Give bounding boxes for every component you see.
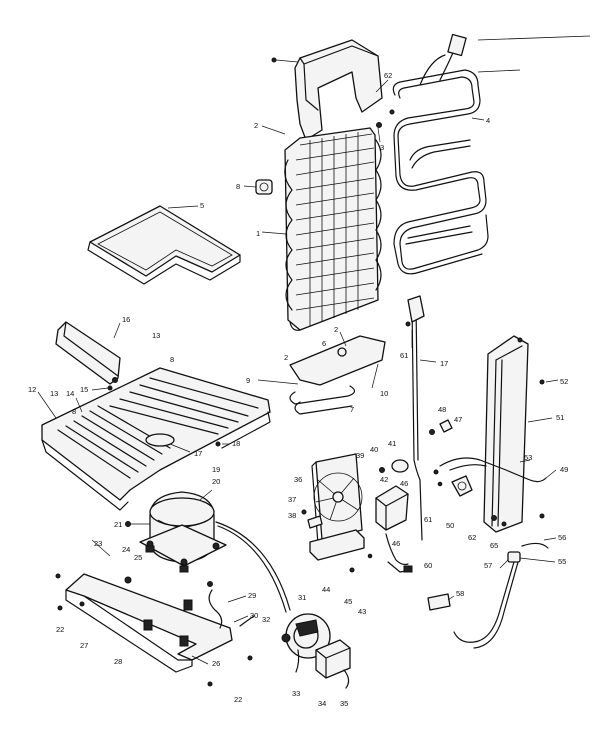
label-p61a: 61 bbox=[400, 351, 408, 360]
label-p2b: 2 bbox=[334, 325, 338, 334]
drain-tray bbox=[87, 205, 241, 285]
refrigerant-line bbox=[215, 521, 291, 613]
label-p17b: 17 bbox=[194, 449, 202, 458]
label-p50: 49 bbox=[560, 465, 568, 474]
label-p47: 46 bbox=[392, 539, 400, 548]
label-p29: 29 bbox=[248, 591, 256, 600]
compressor-base-rail bbox=[55, 573, 255, 687]
label-p41: 41 bbox=[388, 439, 396, 448]
condenser-fan-assembly bbox=[301, 453, 413, 573]
label-p36: 36 bbox=[294, 475, 302, 484]
label-p14: 14 bbox=[66, 389, 74, 398]
label-p58: 57 bbox=[484, 561, 492, 570]
drain-assembly bbox=[257, 331, 386, 415]
label-p3: 3 bbox=[380, 143, 384, 152]
label-p38: 38 bbox=[288, 511, 296, 520]
label-p60: 60 bbox=[424, 561, 432, 570]
label-p56: 55 bbox=[558, 557, 566, 566]
label-p48: 47 bbox=[454, 415, 462, 424]
top-right-reference-lines bbox=[477, 35, 591, 73]
label-p15: 15 bbox=[80, 385, 88, 394]
label-p24: 24 bbox=[122, 545, 130, 554]
defrost-heater bbox=[392, 33, 489, 275]
relay-overload-group bbox=[281, 613, 351, 689]
label-p12: 12 bbox=[28, 385, 36, 394]
label-p6: 6 bbox=[322, 339, 326, 348]
label-p21: 21 bbox=[114, 520, 122, 529]
label-p34: 34 bbox=[318, 699, 326, 708]
evaporator-cover bbox=[271, 39, 383, 141]
drier-capillary bbox=[427, 542, 549, 649]
label-p2a: 2 bbox=[254, 121, 258, 130]
label-p9: 9 bbox=[246, 376, 250, 385]
part-number-labels bbox=[91, 79, 557, 665]
label-p54: 53 bbox=[524, 453, 532, 462]
label-p13a: 13 bbox=[152, 331, 160, 340]
label-p46a: 46 bbox=[400, 479, 408, 488]
label-p43: 43 bbox=[358, 607, 366, 616]
label-p2c: 2 bbox=[284, 353, 288, 362]
label-p35: 35 bbox=[340, 699, 348, 708]
label-p49: 48 bbox=[438, 405, 446, 414]
label-p8c: 8 bbox=[72, 407, 76, 416]
label-p33: 33 bbox=[292, 689, 300, 698]
coil-small-parts bbox=[243, 109, 395, 235]
label-p62: 62 bbox=[468, 533, 476, 542]
label-p7: 7 bbox=[350, 405, 354, 414]
label-p13b: 13 bbox=[50, 389, 58, 398]
label-p59: 58 bbox=[456, 589, 464, 598]
label-p4: 4 bbox=[486, 116, 490, 125]
label-p22b: 22 bbox=[234, 695, 242, 704]
label-p57: 56 bbox=[558, 533, 566, 542]
vertical-cable bbox=[405, 295, 453, 541]
wiring-harness bbox=[437, 457, 547, 519]
label-p27: 27 bbox=[80, 641, 88, 650]
label-p53: 52 bbox=[560, 377, 568, 386]
label-p65: 65 bbox=[490, 541, 498, 550]
label-p40: 40 bbox=[370, 445, 378, 454]
label-p1: 1 bbox=[256, 229, 260, 238]
label-p10: 10 bbox=[380, 389, 388, 398]
label-p64: 62 bbox=[384, 71, 392, 80]
label-p31: 31 bbox=[298, 593, 306, 602]
side-channel-panel bbox=[483, 335, 559, 533]
label-p19: 19 bbox=[212, 465, 220, 474]
labels: 62 4 3 2 8 1 5 16 13 8 14 13 12 15 8 2 6… bbox=[28, 71, 568, 708]
label-p28: 28 bbox=[114, 657, 122, 666]
label-p17: 17 bbox=[440, 359, 448, 368]
label-p18: 18 bbox=[232, 439, 240, 448]
label-p32: 32 bbox=[262, 615, 270, 624]
label-p45: 45 bbox=[344, 597, 352, 606]
base-pan bbox=[37, 367, 271, 511]
label-p26: 26 bbox=[212, 659, 220, 668]
label-p52: 51 bbox=[556, 413, 564, 422]
label-p61b: 61 bbox=[424, 515, 432, 524]
label-p39: 39 bbox=[356, 451, 364, 460]
label-p23: 23 bbox=[94, 539, 102, 548]
label-p16: 16 bbox=[122, 315, 130, 324]
label-p5: 5 bbox=[200, 201, 204, 210]
label-p42: 42 bbox=[380, 475, 388, 484]
label-p37: 37 bbox=[288, 495, 296, 504]
label-p44: 44 bbox=[322, 585, 330, 594]
label-p20: 20 bbox=[212, 477, 220, 486]
label-p30: 30 bbox=[250, 611, 258, 620]
left-rail bbox=[55, 321, 121, 391]
label-p8b: 8 bbox=[170, 355, 174, 364]
label-p8: 8 bbox=[236, 182, 240, 191]
label-p22a: 22 bbox=[56, 625, 64, 634]
label-p25: 25 bbox=[134, 553, 142, 562]
label-p51: 50 bbox=[446, 521, 454, 530]
compressor bbox=[125, 489, 227, 573]
evaporator-coil bbox=[284, 127, 382, 331]
